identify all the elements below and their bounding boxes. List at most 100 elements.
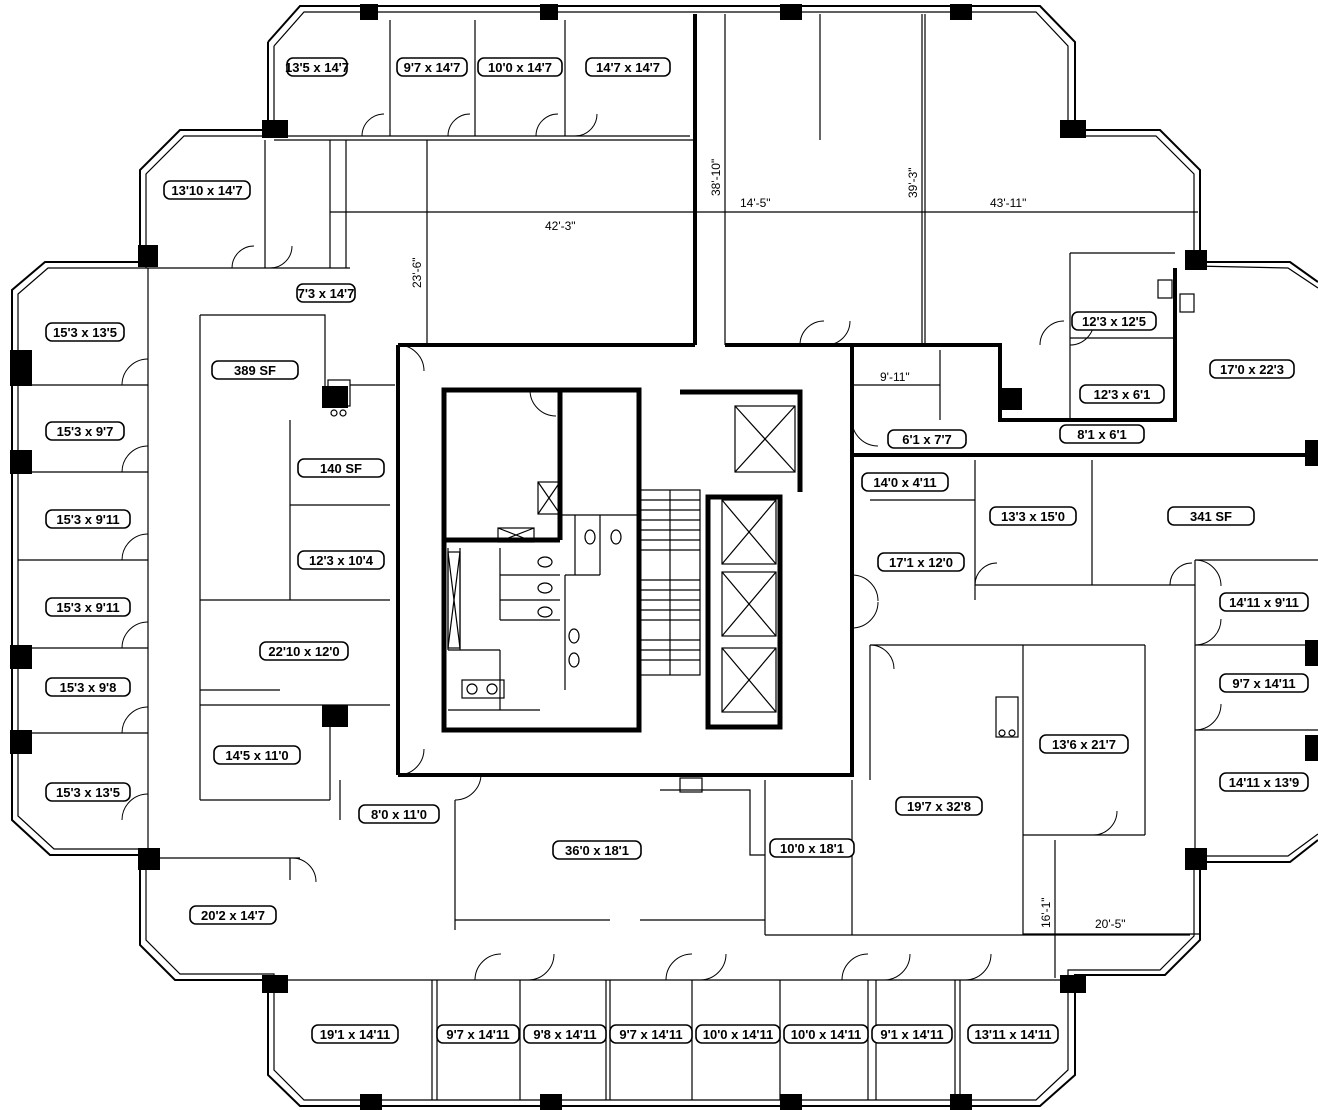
svg-text:9'7 x 14'11: 9'7 x 14'11 [1232, 676, 1295, 691]
room-label: 19'1 x 14'11 [311, 1024, 399, 1044]
dim-16-1: 16'-1" [1039, 897, 1053, 928]
dim-14-5: 14'-5" [740, 196, 771, 210]
dim-43-11: 43'-11" [990, 196, 1026, 210]
room-label: 9'1 x 14'11 [871, 1024, 953, 1044]
room-label: 10'0 x 18'1 [769, 838, 855, 858]
dim-39-3: 39'-3" [906, 167, 920, 198]
exterior-walls [11, 5, 1318, 1107]
svg-text:8'0 x 11'0: 8'0 x 11'0 [371, 807, 427, 822]
room-label: 17'0 x 22'3 [1209, 359, 1295, 379]
interior-walls [18, 14, 1318, 1100]
svg-text:13'3 x 15'0: 13'3 x 15'0 [1001, 509, 1065, 524]
room-label: 14'5 x 11'0 [213, 745, 301, 765]
room-label: 10'0 x 14'7 [477, 57, 563, 77]
room-label: 9'7 x 14'11 [436, 1024, 520, 1044]
svg-text:15'3 x 9'11: 15'3 x 9'11 [56, 600, 119, 615]
room-label: 389 SF [211, 360, 299, 380]
svg-text:14'11 x 13'9: 14'11 x 13'9 [1229, 775, 1300, 790]
room-label: 341 SF [1167, 506, 1255, 526]
building-core [441, 387, 803, 733]
room-label: 36'0 x 18'1 [552, 840, 642, 860]
svg-text:8'1 x 6'1: 8'1 x 6'1 [1077, 427, 1127, 442]
room-label: 13'5 x 14'7 [285, 57, 349, 77]
room-label: 9'7 x 14'11 [609, 1024, 693, 1044]
room-label: 15'3 x 13'5 [45, 322, 125, 342]
svg-text:10'0 x 18'1: 10'0 x 18'1 [780, 841, 844, 856]
dimension-labels: 42'-3" 38'-10" 14'-5" 39'-3" 43'-11" 23'… [410, 159, 1126, 931]
room-label: 13'10 x 14'7 [163, 180, 251, 200]
room-label: 12'3 x 10'4 [297, 550, 385, 570]
room-label: 13'11 x 14'11 [967, 1024, 1059, 1044]
svg-text:7'3 x 14'7: 7'3 x 14'7 [298, 286, 355, 301]
room-label: 9'8 x 14'11 [523, 1024, 607, 1044]
svg-text:36'0 x 18'1: 36'0 x 18'1 [565, 843, 629, 858]
room-label: 12'3 x 6'1 [1079, 384, 1165, 404]
svg-text:9'7 x 14'7: 9'7 x 14'7 [404, 60, 461, 75]
svg-text:20'2 x 14'7: 20'2 x 14'7 [201, 908, 265, 923]
room-label: 14'11 x 9'11 [1219, 592, 1309, 612]
svg-text:140 SF: 140 SF [320, 461, 362, 476]
dim-20-5: 20'-5" [1095, 917, 1126, 931]
dimension-lines [330, 14, 1200, 978]
svg-text:14'11 x 9'11: 14'11 x 9'11 [1229, 595, 1299, 610]
svg-text:13'5 x 14'7: 13'5 x 14'7 [285, 60, 349, 75]
svg-text:15'3 x 13'5: 15'3 x 13'5 [53, 325, 117, 340]
svg-text:15'3 x 9'7: 15'3 x 9'7 [57, 424, 114, 439]
plumbing-fixtures [327, 279, 1195, 793]
svg-text:22'10 x 12'0: 22'10 x 12'0 [268, 644, 339, 659]
room-label: 9'7 x 14'7 [396, 57, 468, 77]
svg-text:14'0 x 4'11: 14'0 x 4'11 [873, 475, 936, 490]
svg-text:389 SF: 389 SF [234, 363, 276, 378]
svg-text:15'3 x 13'5: 15'3 x 13'5 [56, 785, 120, 800]
svg-text:17'1 x 12'0: 17'1 x 12'0 [889, 555, 953, 570]
stair-treads [640, 499, 700, 661]
room-label: 7'3 x 14'7 [296, 283, 356, 303]
room-label: 10'0 x 14'11 [783, 1024, 869, 1044]
room-label: 17'1 x 12'0 [877, 552, 965, 572]
room-label: 15'3 x 9'11 [45, 509, 131, 529]
svg-text:10'0 x 14'11: 10'0 x 14'11 [791, 1027, 862, 1042]
svg-text:14'7 x 14'7: 14'7 x 14'7 [596, 60, 660, 75]
room-label: 6'1 x 7'7 [887, 429, 967, 449]
room-label: 8'0 x 11'0 [358, 804, 440, 824]
room-label: 14'0 x 4'11 [861, 472, 949, 492]
svg-text:13'10 x 14'7: 13'10 x 14'7 [171, 183, 242, 198]
room-label: 19'7 x 32'8 [895, 796, 983, 816]
svg-text:9'1 x 14'11: 9'1 x 14'11 [880, 1027, 943, 1042]
svg-text:10'0 x 14'7: 10'0 x 14'7 [488, 60, 552, 75]
room-label: 13'3 x 15'0 [989, 506, 1077, 526]
svg-text:9'7 x 14'11: 9'7 x 14'11 [619, 1027, 682, 1042]
svg-text:10'0 x 14'11: 10'0 x 14'11 [703, 1027, 774, 1042]
room-label: 13'6 x 21'7 [1039, 734, 1129, 754]
svg-text:19'1 x 14'11: 19'1 x 14'11 [320, 1027, 391, 1042]
room-label: 15'3 x 13'5 [45, 782, 131, 802]
room-labels: 13'5 x 14'7 9'7 x 14'7 10'0 x 14'7 14'7 … [45, 57, 1309, 1044]
svg-text:12'3 x 12'5: 12'3 x 12'5 [1082, 314, 1146, 329]
svg-text:341 SF: 341 SF [1190, 509, 1232, 524]
svg-text:15'3 x 9'8: 15'3 x 9'8 [60, 680, 117, 695]
svg-text:6'1 x 7'7: 6'1 x 7'7 [902, 432, 952, 447]
dim-23-6: 23'-6" [410, 257, 424, 288]
svg-text:13'6 x 21'7: 13'6 x 21'7 [1052, 737, 1116, 752]
room-label: 20'2 x 14'7 [189, 905, 277, 925]
room-label: 14'7 x 14'7 [585, 57, 671, 77]
room-label: 15'3 x 9'8 [45, 677, 131, 697]
svg-text:9'7 x 14'11: 9'7 x 14'11 [446, 1027, 509, 1042]
svg-text:19'7 x 32'8: 19'7 x 32'8 [907, 799, 971, 814]
room-label: 9'7 x 14'11 [1219, 673, 1309, 693]
dim-9-11: 9'-11" [880, 370, 910, 384]
room-label: 15'3 x 9'7 [45, 421, 125, 441]
svg-text:12'3 x 6'1: 12'3 x 6'1 [1094, 387, 1151, 402]
room-label: 10'0 x 14'11 [695, 1024, 781, 1044]
room-label: 15'3 x 9'11 [45, 597, 131, 617]
room-label: 12'3 x 12'5 [1071, 311, 1157, 331]
svg-text:13'11 x 14'11: 13'11 x 14'11 [974, 1027, 1051, 1042]
room-label: 22'10 x 12'0 [259, 641, 349, 661]
svg-text:17'0 x 22'3: 17'0 x 22'3 [1220, 362, 1284, 377]
svg-text:12'3 x 10'4: 12'3 x 10'4 [309, 553, 374, 568]
structural-columns [10, 4, 1318, 1110]
room-label: 140 SF [297, 458, 385, 478]
door-swings [121, 113, 1222, 981]
room-label: 8'1 x 6'1 [1059, 424, 1145, 444]
